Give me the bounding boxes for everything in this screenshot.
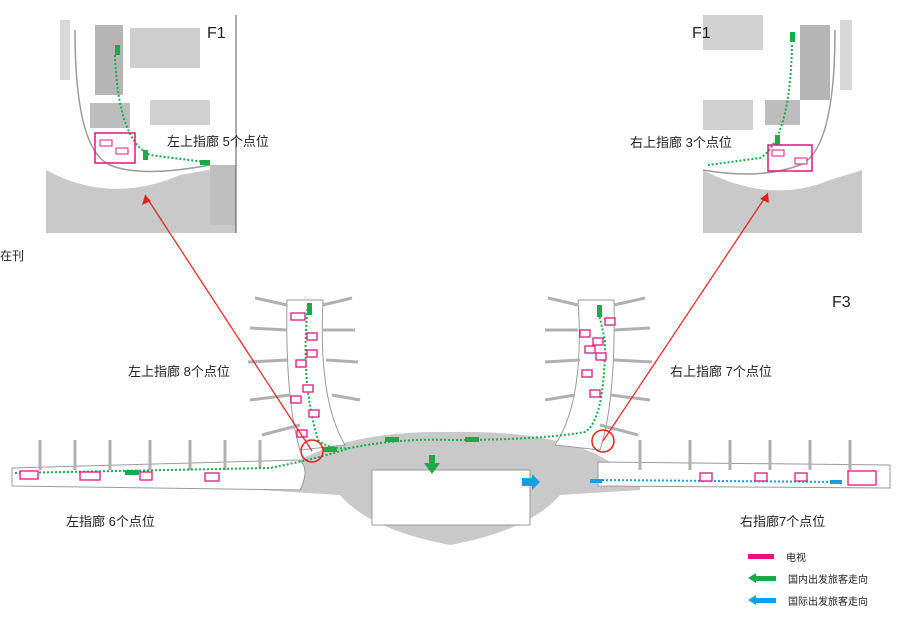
gate-finger [249, 326, 288, 332]
legend: 电视 国内出发旅客走向 国际出发旅客走向 [748, 545, 868, 611]
gate-finger [613, 296, 646, 307]
legend-label: 国内出发旅客走向 [788, 574, 868, 586]
tv-bar-icon [748, 553, 774, 559]
gate-finger [544, 393, 576, 402]
legend-item-international: 国际出发旅客走向 [748, 589, 868, 611]
floor-label-top-right: F1 [692, 25, 711, 42]
gate-finger [247, 358, 288, 364]
gate-finger [613, 358, 653, 364]
international-route [522, 474, 842, 490]
gate-finger [599, 423, 639, 437]
label-pier-right: 右指廊7个点位 [740, 514, 826, 529]
left-arrow-icon [748, 573, 756, 583]
callout-connectors [142, 192, 769, 463]
gate-fingers [38, 296, 852, 470]
domestic-route [14, 303, 607, 475]
floor-label-main: F3 [832, 294, 851, 311]
gate-finger [331, 393, 361, 402]
gate-finger [254, 296, 288, 307]
inset-right [702, 15, 862, 233]
gate-finger [322, 296, 353, 307]
floor-label-top-left: F1 [207, 25, 226, 42]
legend-item-domestic: 国内出发旅客走向 [748, 567, 868, 589]
gate-finger [613, 326, 651, 332]
label-inset-right: 右上指廊 3个点位 [630, 135, 732, 150]
gate-finger [261, 423, 301, 437]
left-arrow-icon [748, 595, 756, 605]
legend-label: 国际出发旅客走向 [788, 596, 868, 608]
tv-markers [19, 312, 877, 486]
gate-finger [544, 358, 581, 364]
terminal-plan [11, 299, 891, 545]
gate-finger [325, 358, 359, 364]
gate-finger [547, 296, 579, 307]
label-pier-left: 左指廊 6个点位 [66, 514, 155, 529]
label-pier-upper-left: 左上指廊 8个点位 [128, 364, 230, 379]
gate-finger [249, 393, 291, 402]
legend-label: 电视 [786, 552, 806, 564]
label-inset-left: 左上指廊 5个点位 [167, 134, 269, 149]
arrow-shaft [756, 575, 776, 581]
arrow-shaft [756, 597, 776, 603]
gate-finger [609, 393, 651, 402]
legend-item-tv: 电视 [748, 545, 868, 567]
side-note: 在刊 [0, 249, 25, 263]
label-pier-upper-right: 右上指廊 7个点位 [670, 364, 772, 379]
inset-left [45, 14, 237, 234]
